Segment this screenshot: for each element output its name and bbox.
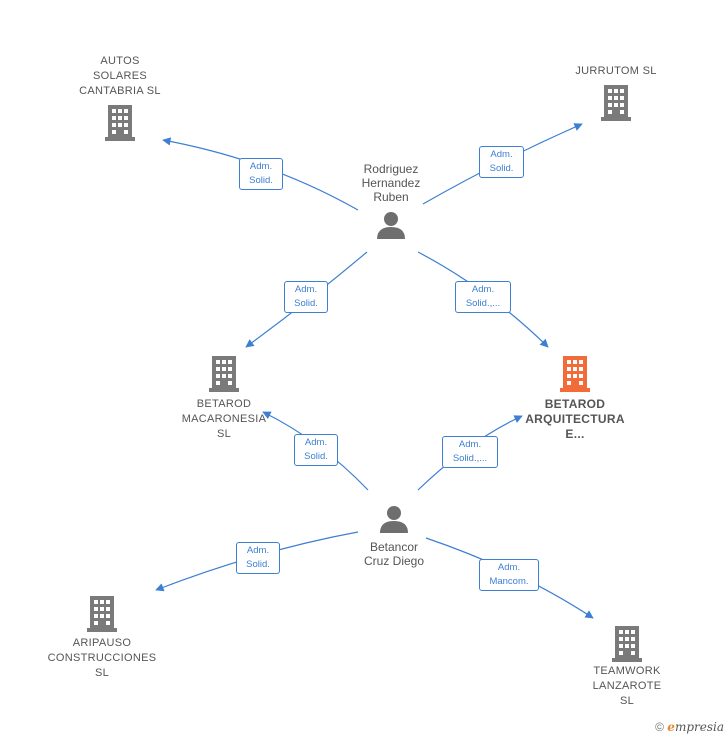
edge-label-rodriguez-betarod-mac[interactable]: Adm. Solid.: [284, 281, 328, 313]
edge-label-rodriguez-betarod-arq[interactable]: Adm. Solid.,...: [455, 281, 511, 313]
empresia-watermark[interactable]: © empresia: [655, 720, 724, 734]
person-rodriguez-hernandez-ruben[interactable]: Rodriguez Hernandez Ruben: [341, 162, 441, 240]
building-icon: [105, 105, 135, 141]
company-label: ARIPAUSO CONSTRUCCIONES SL: [47, 637, 157, 679]
company-label: AUTOS SOLARES CANTABRIA SL: [79, 55, 161, 97]
company-label: TEAMWORK LANZAROTE SL: [592, 665, 662, 707]
brand-name: empresia: [667, 720, 724, 734]
company-jurrutom[interactable]: JURRUTOM SL: [556, 64, 676, 121]
edge-label-rodriguez-jurrutom[interactable]: Adm. Solid.: [479, 146, 524, 178]
person-label: Rodriguez Hernandez Ruben: [361, 162, 421, 204]
edge-label-betancor-betarod-mac[interactable]: Adm. Solid.: [294, 434, 338, 466]
company-betarod-arquitectura[interactable]: BETAROD ARQUITECTURA E...: [515, 356, 635, 442]
company-label: BETAROD MACARONESIA SL: [181, 398, 267, 440]
edge-label-betancor-aripauso[interactable]: Adm. Solid.: [236, 542, 280, 574]
person-betancor-cruz-diego[interactable]: Betancor Cruz Diego: [344, 504, 444, 568]
company-label: JURRUTOM SL: [575, 65, 657, 77]
company-aripauso-construcciones[interactable]: ARIPAUSO CONSTRUCCIONES SL: [42, 596, 162, 681]
building-icon: [560, 356, 590, 392]
company-betarod-macaronesia[interactable]: BETAROD MACARONESIA SL: [164, 356, 284, 442]
edge-label-rodriguez-autos[interactable]: Adm. Solid.: [239, 158, 283, 190]
building-icon: [612, 626, 642, 662]
copyright-icon: ©: [655, 720, 664, 734]
edge-label-betancor-teamwork[interactable]: Adm. Mancom.: [479, 559, 539, 591]
company-label: BETAROD ARQUITECTURA E...: [525, 397, 625, 441]
person-icon: [380, 506, 408, 533]
building-icon: [601, 85, 631, 121]
person-icon: [377, 212, 405, 239]
company-autos-solares-cantabria[interactable]: AUTOS SOLARES CANTABRIA SL: [60, 54, 180, 141]
building-icon: [209, 356, 239, 392]
company-teamwork-lanzarote[interactable]: TEAMWORK LANZAROTE SL: [567, 626, 687, 709]
person-label: Betancor Cruz Diego: [363, 540, 425, 568]
edge-label-betancor-betarod-arq[interactable]: Adm. Solid.,...: [442, 436, 498, 468]
building-icon: [87, 596, 117, 632]
